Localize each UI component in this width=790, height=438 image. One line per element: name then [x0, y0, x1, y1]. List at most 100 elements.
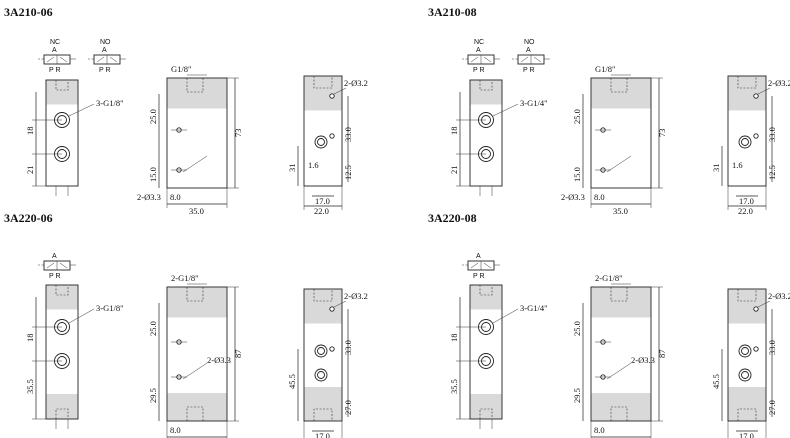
front-port-label: 3-G1/4" — [520, 303, 548, 313]
front-dim-lower: 35.5 — [25, 379, 35, 394]
side-dim-lower: 29.5 — [572, 388, 582, 403]
front-top-port — [55, 285, 69, 296]
end-hole-leader — [757, 300, 771, 308]
end-dim-mid: 1.6 — [732, 160, 743, 170]
side-width-label: 35.0 — [613, 206, 628, 216]
valve-symbol: NCA P R — [38, 39, 76, 74]
side-view: 2-G1/8"25.029.52-Ø3.38735.08.0 — [572, 273, 667, 438]
end-dim-right-upper: 33.0 — [767, 127, 777, 142]
front-dim-upper: 18 — [449, 334, 459, 343]
hole-leader — [606, 155, 632, 173]
end-mount-hole — [753, 133, 759, 139]
side-shade-bottom — [167, 393, 227, 421]
symbol-type-label: NC — [474, 39, 484, 46]
end-port-inner — [741, 347, 749, 355]
end-view: 2-Ø3.233.027.045.517.022.0 — [711, 288, 790, 438]
symbol-port-pr-label: P R — [473, 273, 485, 280]
panel-title: 3A220-08 — [428, 211, 477, 225]
side-dim-lower: 15.0 — [572, 167, 582, 182]
side-view: 2-G1/8"25.029.52-Ø3.38735.08.0 — [148, 273, 243, 438]
symbol-port-pr-label: P R — [49, 67, 61, 74]
front-port-label: 3-G1/8" — [96, 303, 124, 313]
symbol-arrow — [46, 56, 55, 63]
symbol-port-a-label: A — [526, 47, 531, 54]
end-shade-top — [304, 76, 342, 111]
symbol-arrow — [533, 56, 542, 63]
side-dim-upper: 25.0 — [148, 321, 158, 336]
end-port-inner — [317, 347, 325, 355]
front-dim-lower: 21 — [449, 166, 459, 175]
end-top-port — [313, 289, 333, 302]
end-dim-left: 31 — [287, 164, 297, 173]
front-shade-top — [470, 80, 502, 105]
end-mount-hole — [753, 306, 759, 312]
front-shade-top — [46, 80, 78, 105]
end-dim-right-lower: 12.5 — [343, 165, 353, 180]
end-hole-label: 2-Ø3.2 — [768, 78, 790, 88]
end-port-inner — [317, 138, 325, 146]
front-bottom-port — [55, 408, 69, 419]
end-mount-hole — [329, 306, 335, 312]
side-top-label: G1/8" — [171, 64, 191, 74]
end-dim-right-upper: 33.0 — [343, 127, 353, 142]
symbol-arrow — [109, 56, 118, 63]
side-height-label: 87 — [657, 350, 667, 359]
side-shade-top — [591, 78, 651, 109]
symbol-type-label: NO — [524, 39, 535, 46]
front-port-label: 3-G1/8" — [96, 98, 124, 108]
port-leader — [492, 308, 519, 324]
symbol-port-pr-label: P R — [49, 273, 61, 280]
panel-title: 3A220-06 — [4, 211, 53, 225]
hole-leader — [182, 362, 208, 380]
side-dim-upper: 25.0 — [148, 109, 158, 124]
side-shade-top — [167, 287, 227, 318]
symbol-arrow — [483, 262, 492, 269]
side-hole-label: 2-Ø3.3 — [137, 192, 161, 202]
symbol-arrow — [470, 56, 479, 63]
symbol-arrow — [59, 56, 68, 63]
end-hole-label: 2-Ø3.2 — [344, 78, 368, 88]
symbol-port-a-label: A — [52, 253, 57, 260]
front-dim-upper: 18 — [25, 334, 35, 343]
end-mount-hole — [753, 346, 759, 352]
side-top-label: G1/8" — [595, 64, 615, 74]
port-leader — [492, 103, 519, 117]
side-dim-small: 8.0 — [170, 192, 181, 202]
side-bottom-port — [610, 406, 628, 421]
end-dim-left: 45.5 — [711, 374, 721, 389]
front-dim-lower: 35.5 — [449, 379, 459, 394]
front-shade-bottom — [46, 394, 78, 419]
side-top-port — [610, 287, 628, 302]
symbol-type-label: NC — [50, 39, 60, 46]
symbol-port-a-label: A — [52, 47, 57, 54]
symbol-port-pr-label: P R — [473, 67, 485, 74]
end-width-inner: 17.0 — [739, 431, 754, 438]
end-hole-label: 2-Ø3.2 — [344, 291, 368, 301]
end-dim-right-upper: 33.0 — [343, 340, 353, 355]
side-dim-lower: 15.0 — [148, 167, 158, 182]
side-shade-top — [591, 287, 651, 318]
end-shade-top — [304, 289, 342, 324]
side-shade-top — [167, 78, 227, 109]
end-hole-leader — [333, 87, 347, 95]
symbol-type-label: NO — [100, 39, 111, 46]
side-top-port — [186, 78, 204, 93]
front-top-port — [55, 80, 69, 91]
side-shade-bottom — [591, 393, 651, 421]
port-leader — [68, 103, 95, 117]
end-width-inner: 17.0 — [315, 431, 330, 438]
front-view: 3-G1/4" 18 35.5 — [449, 284, 548, 429]
end-mount-hole — [329, 346, 335, 352]
side-hole-label: 2-Ø3.3 — [561, 192, 585, 202]
front-view: 3-G1/8" 18 35.5 — [25, 284, 124, 429]
side-top-label: 2-G1/8" — [171, 273, 199, 283]
front-dim-upper: 18 — [25, 127, 35, 136]
front-top-port — [479, 285, 493, 296]
valve-symbol: A P R — [38, 253, 76, 280]
